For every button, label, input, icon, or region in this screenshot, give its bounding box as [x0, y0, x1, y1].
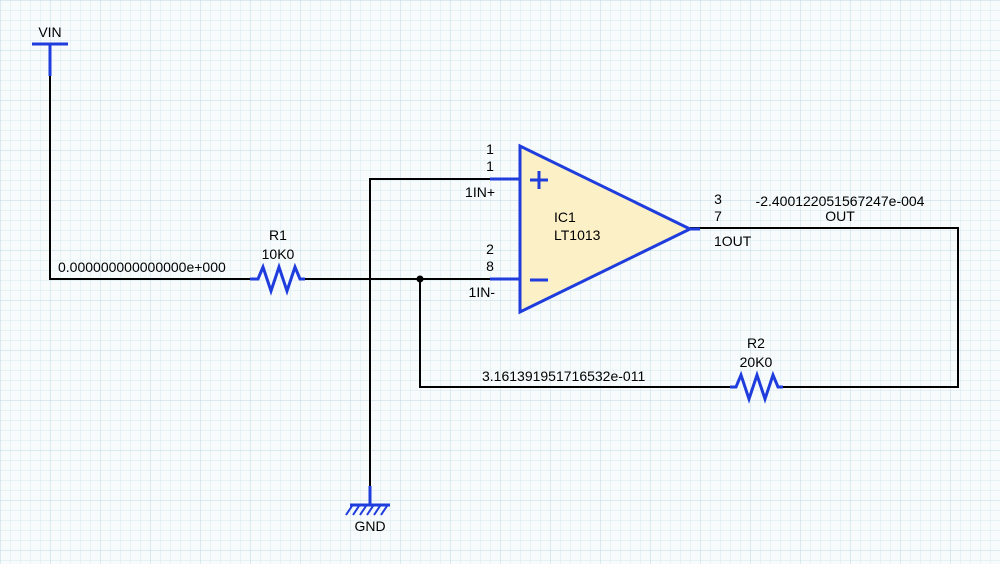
net-feedback-voltage: 3.161391951716532e-011 [482, 368, 645, 384]
pin-plus-name: 1IN+ [465, 184, 495, 200]
wire-noninverting-to-gnd[interactable] [369, 178, 520, 505]
wire-output-feedback[interactable] [690, 227, 959, 388]
resistor-icon [730, 370, 783, 404]
gnd-symbol[interactable]: GND [345, 486, 390, 534]
pin-minus-number-b: 8 [486, 258, 494, 274]
r2-ref: R2 [747, 335, 765, 351]
pin-plus-number-a: 1 [486, 141, 494, 157]
gnd-label: GND [354, 518, 385, 534]
pin-out-name: 1OUT [714, 233, 752, 249]
opamp-ic1[interactable]: IC1 LT1013 1 1 1IN+ 2 8 1IN- 3 7 1OUT [465, 141, 752, 315]
wire-feedback-lower[interactable] [419, 279, 730, 388]
pin-out-number-a: 3 [714, 191, 722, 207]
net-output-name: OUT [825, 208, 855, 224]
ground-icon [345, 503, 390, 516]
plus-sign-icon [530, 171, 548, 189]
resistor-r1[interactable]: R1 10K0 [250, 227, 305, 296]
r1-ref: R1 [269, 227, 287, 243]
net-output-voltage: -2.400122051567247e-004 [756, 193, 925, 209]
wires [49, 48, 959, 505]
pin-out-number-b: 7 [714, 208, 722, 224]
pin-plus-number-b: 1 [486, 158, 494, 174]
vin-label: VIN [38, 24, 61, 40]
r1-value: 10K0 [262, 246, 295, 262]
ic1-part: LT1013 [554, 227, 601, 243]
pin-minus-name: 1IN- [469, 284, 496, 300]
ic1-ref: IC1 [554, 209, 576, 225]
resistor-icon [250, 262, 305, 296]
opamp-triangle-icon [518, 143, 694, 315]
resistor-r2[interactable]: R2 20K0 [730, 335, 783, 404]
pin-minus-number-a: 2 [486, 241, 494, 257]
wire-vin-to-r1[interactable] [49, 48, 250, 280]
junction-dot [416, 275, 424, 283]
vin-terminal[interactable]: VIN [32, 24, 68, 76]
net-input-voltage: 0.000000000000000e+000 [58, 259, 226, 275]
r2-value: 20K0 [740, 354, 773, 370]
